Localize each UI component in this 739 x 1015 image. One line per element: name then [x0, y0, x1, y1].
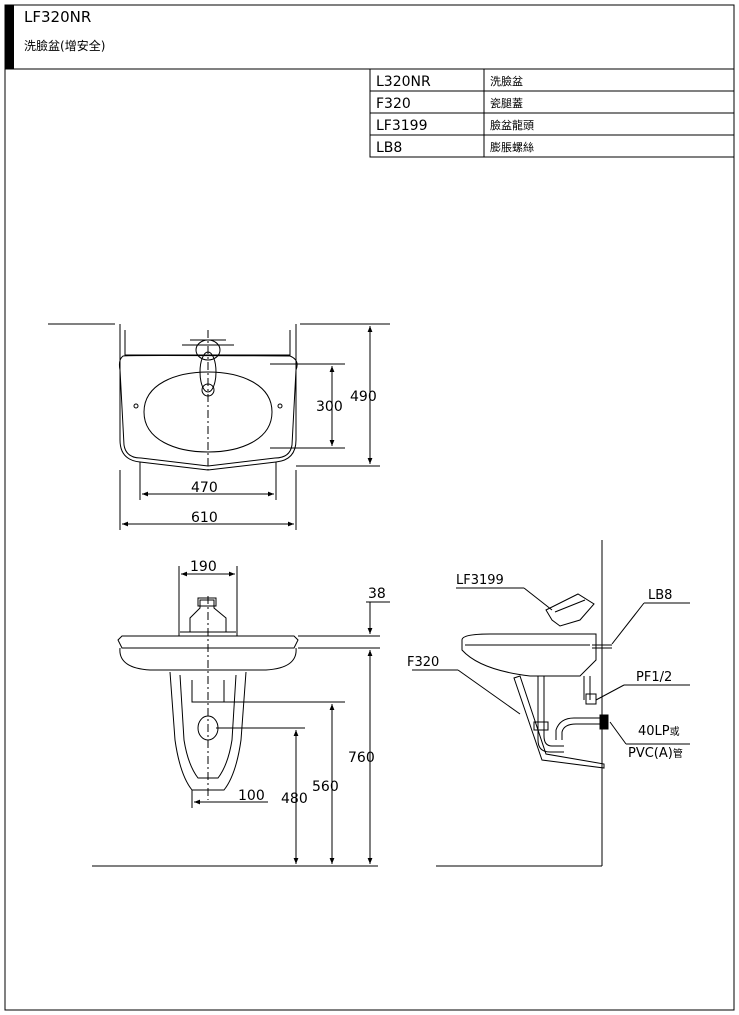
side-view-leaders — [412, 587, 690, 745]
label-pedestal-cover: F320 — [407, 655, 439, 670]
label-faucet: LF3199 — [456, 573, 504, 588]
label-drain-b-suffix: 管 — [673, 747, 683, 760]
label-drain-a-suffix: 或 — [670, 726, 680, 738]
parts-table-rows: L320NR 洗臉盆 F320 瓷腿蓋 LF3199 臉盆龍頭 LB8 膨脹螺絲 — [376, 74, 534, 156]
top-view — [48, 323, 390, 471]
dim-drain-height: 560 — [312, 779, 339, 795]
front-view — [92, 596, 378, 867]
dim-rim-thickness: 38 — [368, 586, 386, 602]
dim-faucet-spacing: 190 — [190, 559, 217, 575]
table-row-code: LB8 — [376, 140, 402, 156]
table-row-code: LF3199 — [376, 118, 427, 134]
table-row-code: L320NR — [376, 74, 431, 90]
label-supply: PF1/2 — [636, 670, 672, 685]
label-drain-a-code: 40LP — [638, 724, 670, 739]
product-description-main: 洗臉盆 — [24, 38, 60, 53]
label-drain-b-code: PVC(A) — [628, 746, 673, 761]
label-drain-a: 40LP或 — [638, 724, 680, 739]
dim-bowl-width: 470 — [191, 480, 218, 496]
dim-total-depth: 490 — [350, 389, 377, 405]
product-description: 洗臉盆(增安全) — [24, 38, 105, 53]
dim-supply-height: 480 — [281, 791, 308, 807]
model-number: LF320NR — [24, 8, 91, 26]
parts-table — [369, 68, 735, 158]
product-description-paren: (增安全) — [60, 38, 105, 53]
front-view-dimensions — [178, 566, 390, 864]
dim-offset: 100 — [238, 788, 265, 804]
table-row-code: F320 — [376, 96, 411, 112]
side-view — [436, 540, 612, 867]
title-bar-accent — [5, 5, 14, 69]
table-row-name: 臉盆龍頭 — [490, 118, 534, 132]
top-view-dimensions — [119, 326, 380, 530]
label-drain-b: PVC(A)管 — [628, 746, 683, 761]
dim-total-height: 760 — [348, 750, 375, 766]
table-row-name: 瓷腿蓋 — [490, 96, 523, 110]
table-row-name: 洗臉盆 — [490, 74, 523, 88]
dim-total-width: 610 — [191, 510, 218, 526]
table-row-name: 膨脹螺絲 — [490, 140, 534, 154]
dim-bowl-depth: 300 — [316, 399, 343, 415]
label-screw: LB8 — [648, 588, 672, 603]
